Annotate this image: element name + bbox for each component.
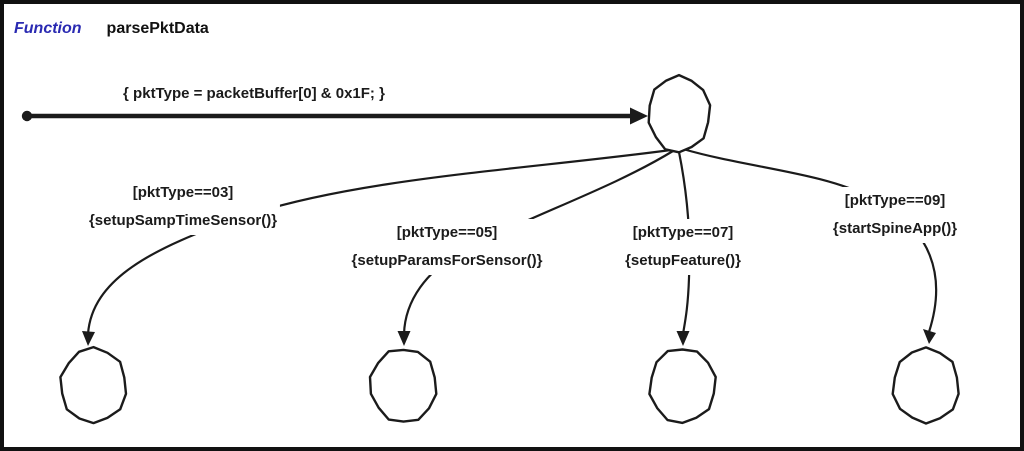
- default-transition[interactable]: [21, 107, 648, 125]
- chart-title: Function parsePktData: [14, 20, 209, 38]
- branch-3-arrowhead-icon: [676, 331, 690, 346]
- default-transition-arrowhead-icon: [630, 107, 648, 125]
- branch-4-action: {startSpineApp()}: [832, 220, 958, 237]
- branch-3-label[interactable]: [pktType==07] {setupFeature()}: [622, 219, 744, 275]
- branch-2-condition: [pktType==05]: [396, 224, 498, 241]
- function-type-label: Function: [14, 20, 82, 37]
- default-transition-origin-dot: [21, 110, 33, 122]
- default-transition-label[interactable]: { pktType = packetBuffer[0] & 0x1F; }: [120, 82, 388, 106]
- branch-2-label[interactable]: [pktType==05] {setupParamsForSensor()}: [348, 219, 546, 275]
- junction-central[interactable]: [647, 73, 712, 154]
- branch-1-condition: [pktType==03]: [132, 184, 234, 201]
- branch-3-condition: [pktType==07]: [632, 224, 734, 241]
- junction-target-4[interactable]: [891, 346, 960, 425]
- transition-graph: [21, 73, 960, 425]
- branch-3-action: {setupFeature()}: [625, 252, 741, 269]
- junction-target-3[interactable]: [648, 348, 717, 425]
- branch-4-condition: [pktType==09]: [844, 192, 946, 209]
- branch-1-arrowhead-icon: [82, 331, 95, 346]
- branch-4-label[interactable]: [pktType==09] {startSpineApp()}: [829, 187, 961, 243]
- junction-target-2[interactable]: [368, 348, 438, 423]
- branch-2-arrowhead-icon: [397, 331, 411, 346]
- branch-4-arrowhead-icon: [923, 329, 936, 344]
- branch-2-action: {setupParamsForSensor()}: [351, 252, 543, 269]
- function-name: parsePktData: [106, 20, 209, 37]
- branch-1-label[interactable]: [pktType==03] {setupSampTimeSensor()}: [85, 179, 281, 235]
- junction-target-1[interactable]: [59, 345, 128, 425]
- branch-1-action: {setupSampTimeSensor()}: [88, 212, 278, 229]
